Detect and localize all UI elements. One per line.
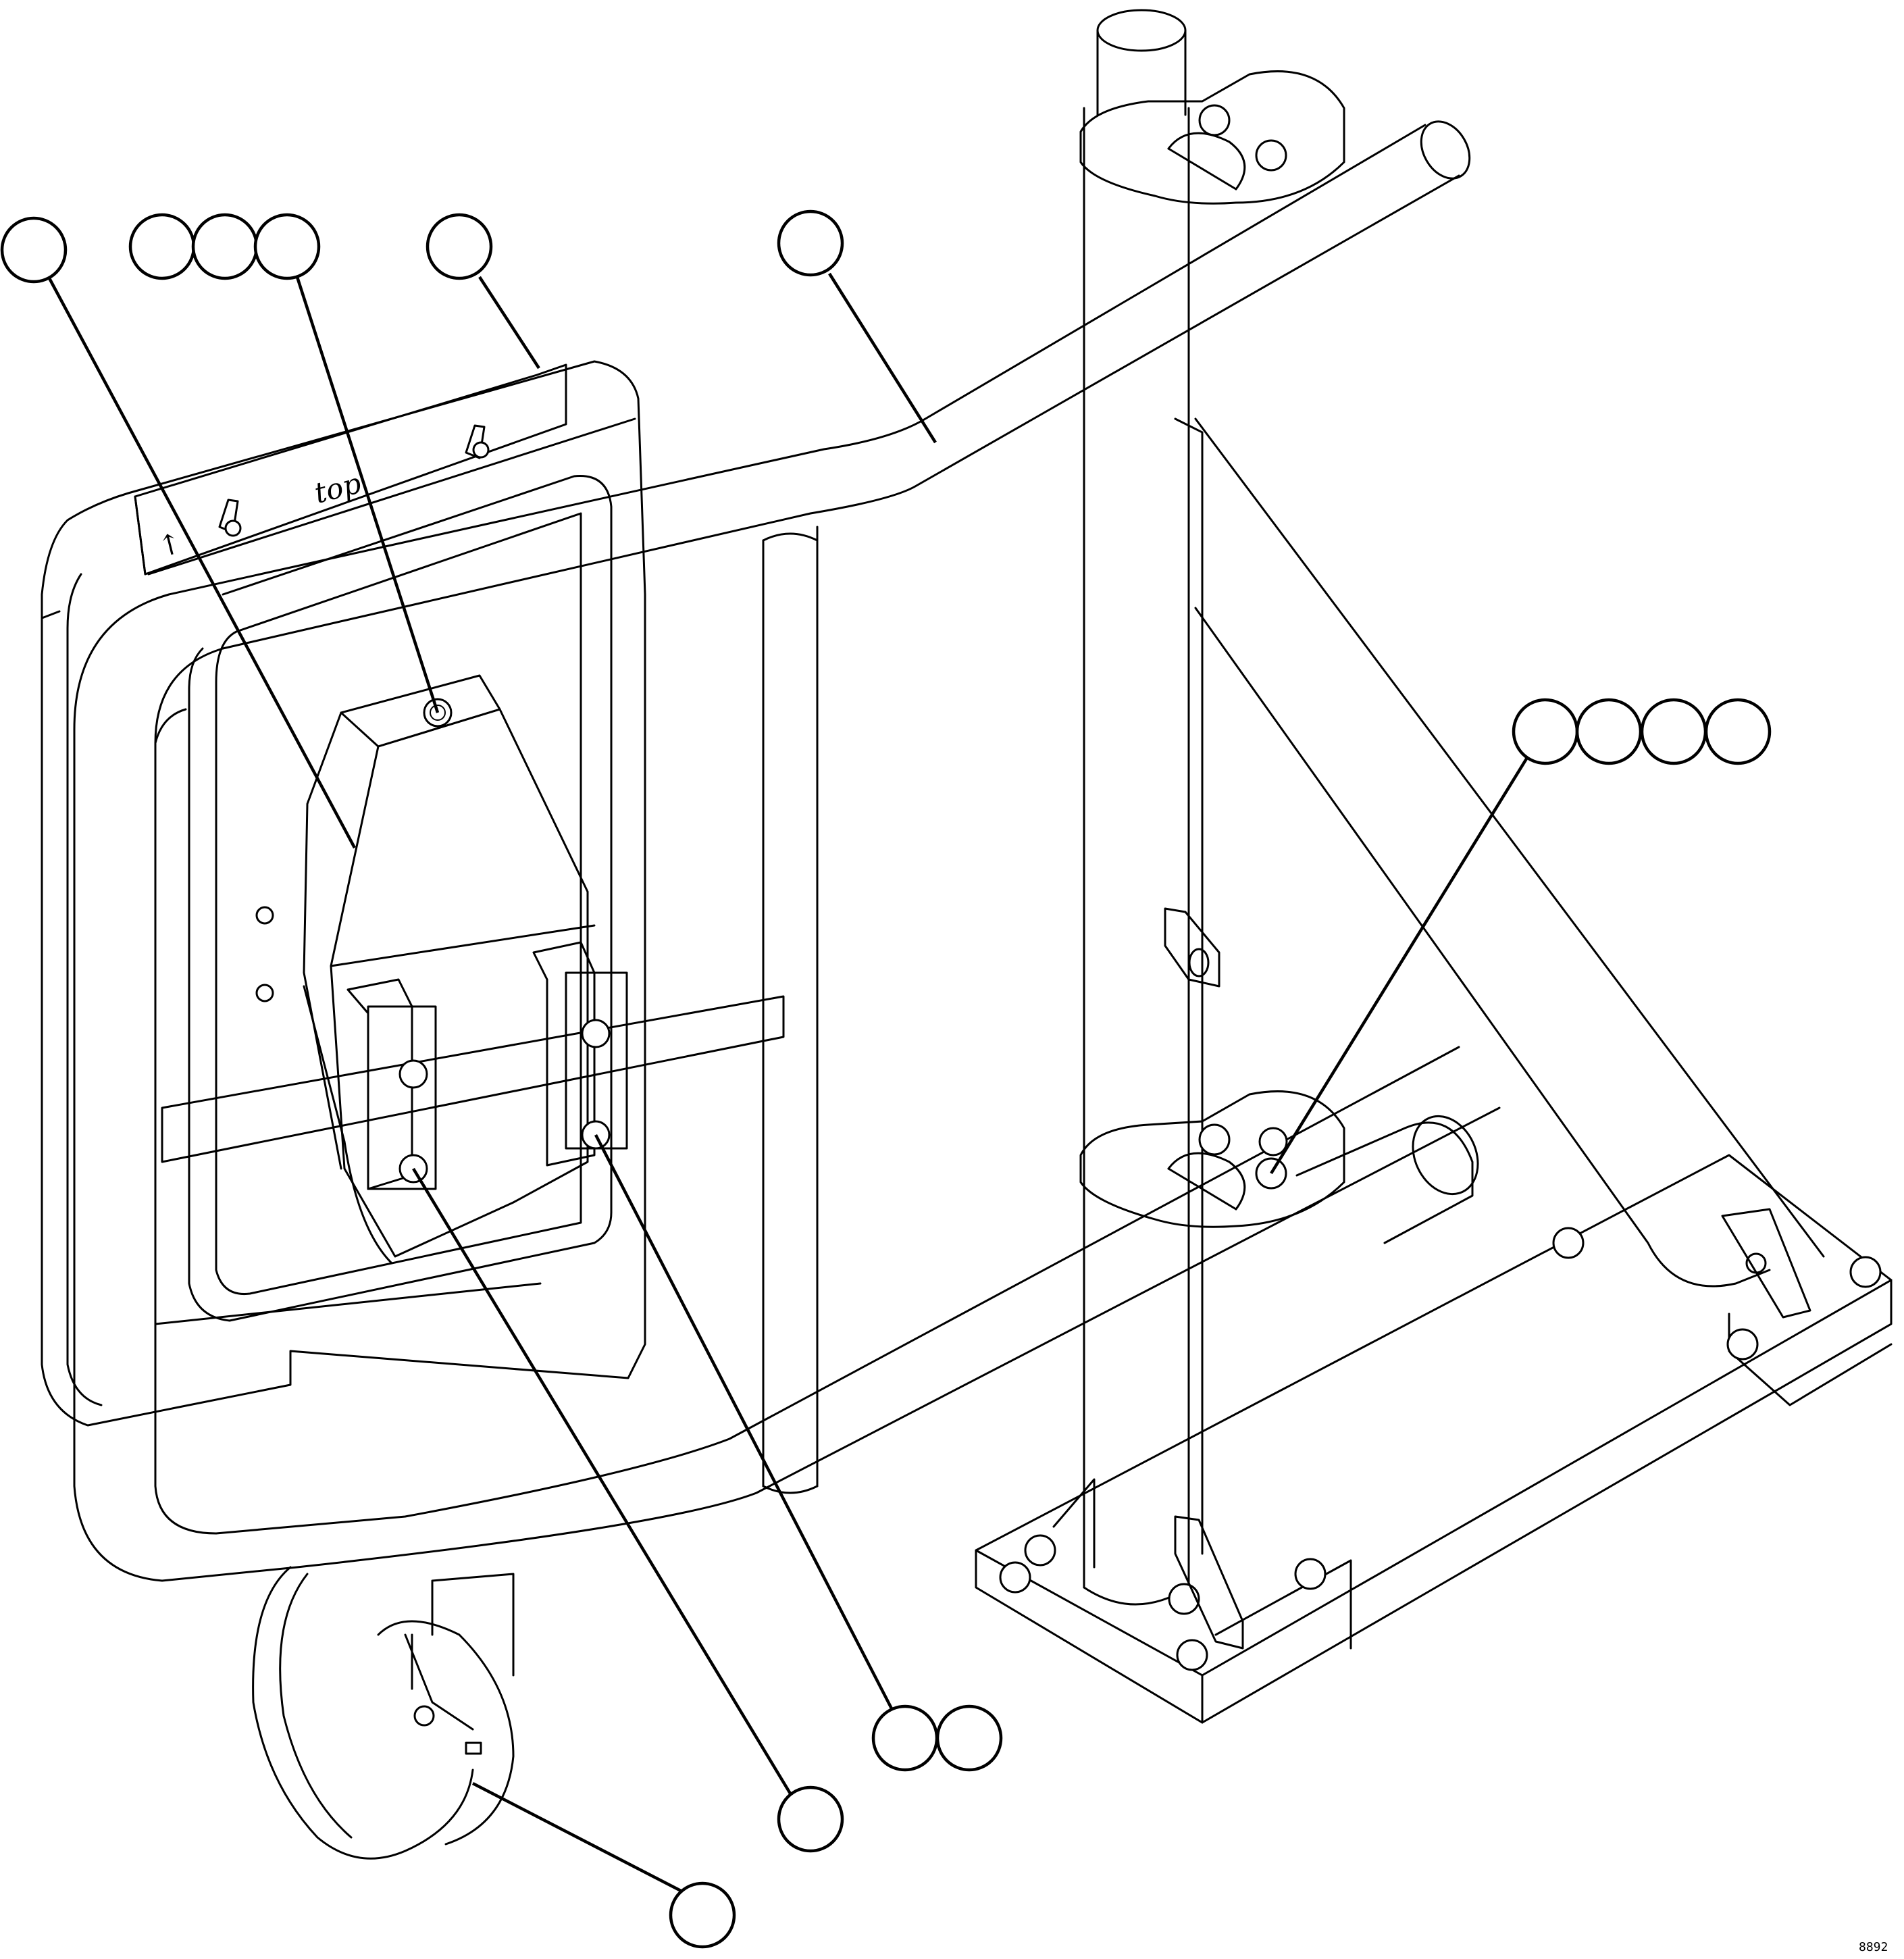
callout-bubble (777, 209, 844, 277)
callout-bubble (669, 1881, 736, 1949)
mounting-mast (1083, 9, 1204, 1606)
base-bolt-icon (1294, 1558, 1327, 1590)
swivel-bolt-icon (1198, 1123, 1231, 1156)
callout-bubble (1640, 698, 1707, 765)
base-gusset (1174, 1515, 1244, 1650)
base-plate (975, 1154, 1893, 1724)
lower-arm-tube (1295, 1115, 1479, 1244)
callout-bubble (1512, 698, 1579, 765)
base-bolt-icon (1024, 1534, 1056, 1567)
diagonal-brace (1194, 417, 1825, 1319)
mirror-screw-icon (255, 984, 274, 1002)
leader-line (412, 1167, 792, 1795)
base-bolt-icon (1168, 1583, 1200, 1615)
callout-bubble (253, 213, 321, 280)
callout-bubble (191, 213, 259, 280)
decal-text: top (311, 466, 365, 509)
mirror-support-rod (161, 995, 785, 1163)
wheel-assembly (252, 1566, 515, 1860)
upper-swivel-bracket (1079, 70, 1345, 205)
mirror-bracket (303, 674, 596, 1265)
top-decal-label: top ↑ (134, 363, 567, 576)
decal-clip-right (465, 424, 490, 459)
leader-line (1270, 755, 1529, 1175)
base-bolt-icon (1552, 1227, 1585, 1259)
leader-line (471, 1782, 684, 1893)
callout-bubble (0, 216, 68, 284)
clamp-block-left (346, 978, 437, 1190)
drawing-code: 8892 (1859, 1940, 1888, 1954)
clamp-bolt-upper-right-icon (581, 1019, 611, 1048)
lower-swivel-bracket (1079, 1090, 1345, 1228)
leader-line (47, 276, 356, 849)
leader-line (295, 276, 440, 713)
mirror-head (41, 360, 646, 1427)
callout-bubble (426, 213, 493, 280)
swivel-bolt-icon (1198, 104, 1231, 136)
callout-bubble (777, 1785, 844, 1853)
mirror-arm-tube (73, 120, 1501, 1582)
swivel-bolt-icon (1258, 1127, 1288, 1156)
base-bolt-icon (1176, 1639, 1208, 1671)
leader-line (594, 1134, 895, 1714)
wheel-nut-icon (413, 1705, 435, 1727)
callout-bubbles (0, 209, 1772, 1949)
callout-bubble (128, 213, 196, 280)
callout-bubble (1704, 698, 1772, 765)
clamp-block-right (532, 941, 628, 1167)
decal-clip-left (218, 499, 242, 537)
decal-arrow-icon: ↑ (155, 526, 186, 564)
leader-line (478, 276, 540, 370)
leader-line (828, 272, 937, 444)
callout-bubble (935, 1704, 1003, 1772)
base-bolt-icon (1849, 1256, 1882, 1288)
callout-bubble (871, 1704, 939, 1772)
base-bolts (999, 1227, 1882, 1671)
callout-bubble (1575, 698, 1643, 765)
base-bolt-icon (999, 1561, 1031, 1594)
base-bolt-icon (1726, 1328, 1759, 1360)
clamp-bolt-upper-left-icon (398, 1059, 428, 1089)
mirror-screw-icon (255, 906, 274, 925)
swivel-bolt-icon (1255, 139, 1287, 172)
mirror-arm-upright (762, 526, 819, 1494)
mast-tab (1164, 907, 1220, 988)
